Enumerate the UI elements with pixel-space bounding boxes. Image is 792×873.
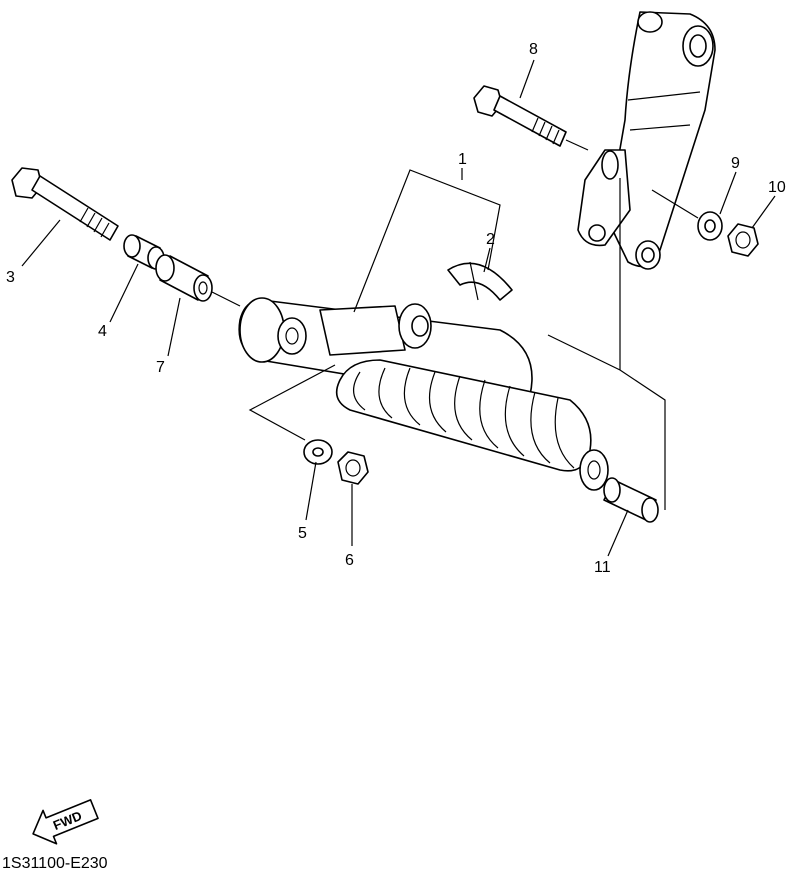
callout-9: 9 — [731, 155, 740, 172]
axis-leader-line — [211, 291, 241, 307]
leader-10 — [751, 195, 776, 229]
leader-3 — [21, 219, 61, 267]
leader-4 — [109, 263, 139, 323]
bolt-8[interactable] — [473, 85, 567, 147]
washer-5[interactable] — [303, 439, 333, 465]
nut-10[interactable] — [727, 223, 759, 257]
rear-shock-absorber[interactable] — [238, 297, 609, 491]
collar-7[interactable] — [155, 254, 213, 302]
callout-10: 10 — [768, 179, 786, 196]
callout-8: 8 — [529, 41, 538, 58]
nut-6[interactable] — [337, 451, 369, 485]
callout-3: 3 — [6, 269, 15, 286]
callout-6: 6 — [345, 552, 354, 569]
drawing-code: 1S31100-E230 — [2, 855, 108, 872]
bracket-lower-left — [248, 364, 336, 441]
callout-7: 7 — [156, 359, 165, 376]
leader-8 — [519, 59, 535, 99]
bracket-part-1 — [353, 169, 501, 313]
collar-4[interactable] — [123, 234, 165, 270]
collar-11[interactable] — [603, 477, 659, 523]
fwd-arrow: FWD — [32, 799, 99, 845]
callout-2: 2 — [486, 231, 495, 248]
callout-5: 5 — [298, 525, 307, 542]
bracket-lower-right — [547, 334, 666, 510]
callout-11: 11 — [594, 559, 611, 576]
leader-5 — [305, 461, 317, 521]
leader-2 — [483, 247, 491, 273]
leader-11 — [607, 509, 629, 557]
bolt-3[interactable] — [11, 167, 119, 241]
bolt-8-leader-line — [565, 139, 589, 151]
relay-arm[interactable] — [577, 11, 716, 270]
part-2[interactable] — [447, 261, 513, 301]
relay-leader-line — [651, 189, 699, 219]
callout-4: 4 — [98, 323, 107, 340]
washer-9[interactable] — [697, 211, 723, 241]
callout-1: 1 — [458, 151, 467, 168]
leader-9 — [719, 171, 737, 215]
leader-7 — [167, 297, 181, 357]
